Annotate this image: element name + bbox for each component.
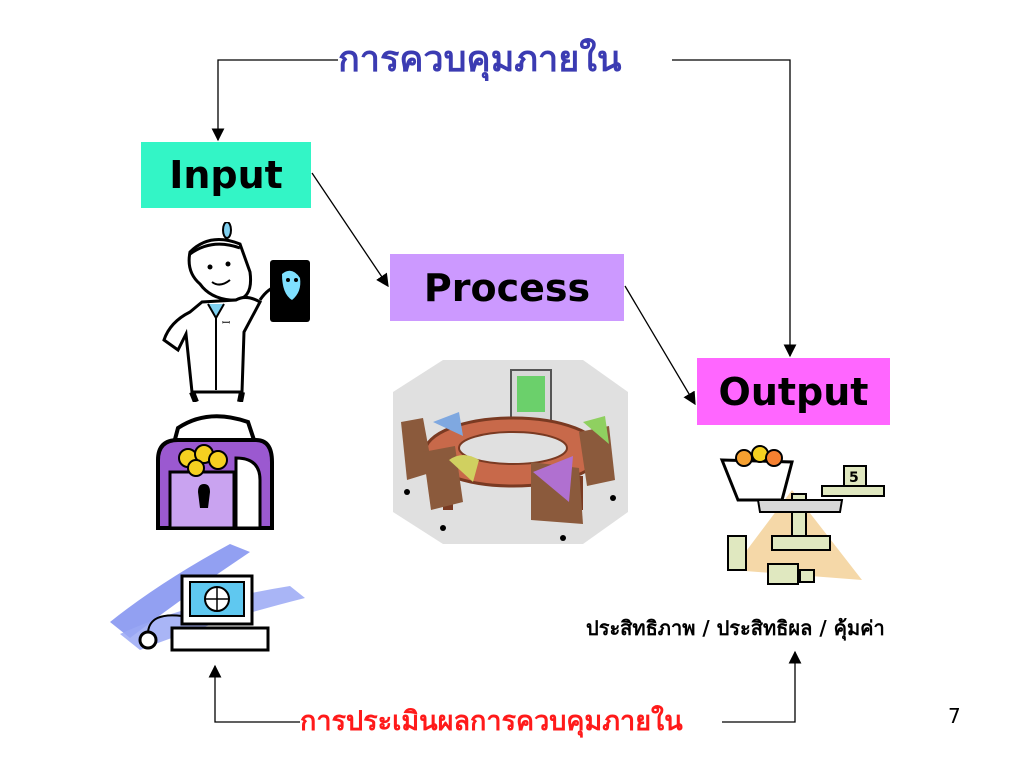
output-box: Output [697, 358, 890, 425]
result-text: ประสิทธิภาพ / ประสิทธิผล / คุ้มค่า [586, 616, 885, 640]
output-label: Output [718, 369, 869, 414]
process-label: Process [423, 265, 591, 310]
process-box: Process [390, 254, 624, 321]
svg-text:5: 5 [849, 470, 859, 486]
input-box: Input [141, 142, 311, 208]
svg-text:ꟷ: ꟷ [222, 318, 230, 329]
internal-control-title: การควบคุมภายใน [338, 39, 622, 80]
title-to-output-arrow [672, 59, 797, 358]
input-to-process-arrow [311, 172, 389, 288]
doctor-with-xray-icon: ꟷ [162, 222, 310, 402]
computer-icon [110, 544, 305, 652]
evaluation-to-output-arrow [722, 650, 802, 723]
evaluation-to-input-arrow [208, 664, 300, 723]
process-to-output-arrow [624, 285, 696, 406]
input-label: Input [169, 153, 283, 197]
title-to-input-arrow [211, 59, 338, 142]
treasure-chest-icon [156, 414, 274, 530]
scale-icon: 5 [719, 445, 885, 585]
meeting-room-icon [393, 360, 628, 544]
evaluation-text: การประเมินผลการควบคุมภายใน [300, 706, 683, 737]
page-number: 7 [948, 704, 961, 728]
